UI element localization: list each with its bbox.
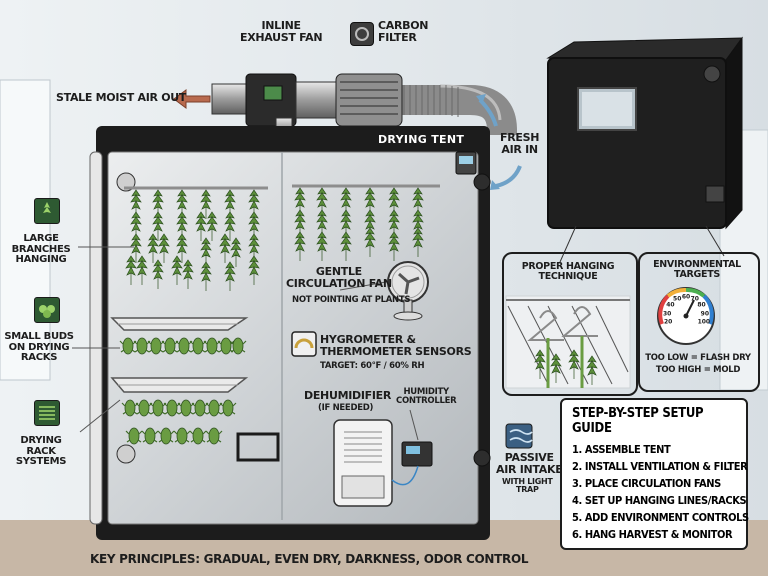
room-window [0,79,51,381]
inline-exhaust-fan-label: INLINE EXHAUST FAN [240,19,323,44]
stale-air-arrow [173,89,211,109]
gentle-fan-note: NOT POINTING AT PLANTS [292,295,411,305]
setup-step: 3. PLACE CIRCULATION FANS [572,477,721,490]
setup-step: 5. ADD ENVIRONMENT CONTROLS [572,511,749,524]
gentle-fan-label: GENTLE CIRCULATION FAN [286,265,392,290]
gauge-tick-label: 30 [662,310,672,318]
drying-rack-systems-label: DRYING RACK SYSTEMS [15,435,67,467]
setup-guide-steps: 1. ASSEMBLE TENT 2. INSTALL VENTILATION … [572,441,749,543]
drying-rack-middle [110,377,249,445]
dehumidifier-label: DEHUMIDIFIER [304,389,392,402]
leaf-icon [34,198,60,224]
drying-tent-title: DRYING TENT [378,133,465,146]
gauge-tick-label: 100 [697,318,711,326]
stale-air-label: STALE MOIST AIR OUT [56,91,187,104]
gauge-tick-label: 20 [663,318,673,326]
buds-icon [34,297,60,323]
tent-exterior-view [546,36,743,230]
gauge-tick-label: 50 [673,295,682,303]
key-principles-caption: KEY PRINCIPLES: GRADUAL, EVEN DRY, DARKN… [90,552,529,566]
environmental-targets-card [638,252,760,392]
too-low-label: TOO LOW = FLASH DRY [645,353,751,363]
fresh-air-arrow-bottom [495,165,522,188]
rack-icon [34,400,60,426]
environmental-targets-title: ENVIRONMENTAL TARGETS [653,259,741,280]
passive-air-intake-label: PASSIVE AIR INTAKE [496,451,563,476]
dehumidifier-unit [333,419,393,507]
setup-guide-panel: STEP-BY-STEP SETUP GUIDE 1. ASSEMBLE TEN… [560,398,749,550]
light-trap-label: WITH LIGHT TRAP [502,477,553,495]
gauge-tick-label: 90 [700,310,710,318]
setup-step: 6. HANG HARVEST & MONITOR [572,528,733,541]
humidity-controller-label: HUMIDITY CONTROLLER [396,387,457,406]
air-duct [290,85,517,135]
gauge-tick-label: 40 [666,301,675,309]
tent-door-flap [89,151,103,525]
gauge-tick-label: 80 [697,301,706,309]
hanging-technique-illustration [505,295,631,389]
hanging-technique-title: PROPER HANGING TECHNIQUE [521,261,615,282]
hygrometer-target: TARGET: 60°F / 60% RH [320,361,425,371]
fresh-air-label: FRESH AIR IN [500,131,540,156]
humidity-controller-device [391,441,433,486]
filter-icon [350,22,374,46]
setup-step: 4. SET UP HANGING LINES/RACKS [572,494,747,507]
setup-guide-title: STEP-BY-STEP SETUP GUIDE [572,406,704,436]
hygrometer-label: HYGROMETER & THERMOMETER SENSORS [320,333,472,358]
large-branches-label: LARGE BRANCHES HANGING [11,233,71,265]
gauge-tick-label: 70 [690,295,699,303]
setup-step: 2. INSTALL VENTILATION & FILTER [572,460,748,473]
gauge-tick-label: 60 [681,293,691,301]
air-intake-icon [505,423,533,449]
carbon-filter-label: CARBON FILTER [378,19,429,44]
hanging-technique-card [502,252,638,396]
hygrometer-device [291,331,317,357]
environment-gauge [657,287,715,345]
dehumidifier-note: (IF NEEDED) [318,403,374,413]
setup-step: 1. ASSEMBLE TENT [572,443,671,456]
drying-rack-upper [110,317,249,355]
circulation-fan [387,261,429,321]
too-high-label: TOO HIGH = MOLD [655,365,741,375]
small-buds-label: SMALL BUDS ON DRYING RACKS [4,331,74,363]
